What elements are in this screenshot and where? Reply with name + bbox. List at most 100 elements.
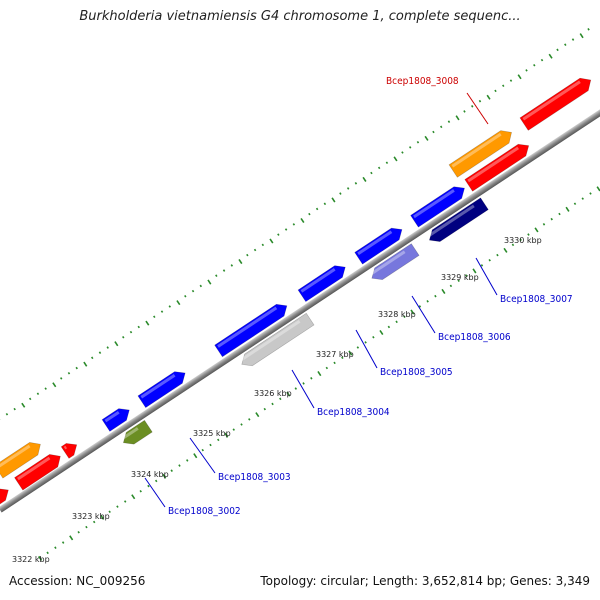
gene-feature[interactable] xyxy=(101,404,133,432)
gene-feature[interactable] xyxy=(0,484,12,508)
gene-feature[interactable] xyxy=(120,419,153,448)
scale-label: 3326 kbp xyxy=(254,389,292,398)
tick-mark xyxy=(193,453,198,459)
gene-label[interactable]: Bcep1808_3004 xyxy=(317,407,390,418)
tick-mark xyxy=(573,202,577,206)
tick-mark xyxy=(44,387,47,390)
tick-mark xyxy=(36,392,40,396)
gene-feature[interactable] xyxy=(448,126,516,178)
genome-summary-text: Topology: circular; Length: 3,652,814 bp… xyxy=(260,574,590,588)
gene-label[interactable]: Bcep1808_3003 xyxy=(218,472,291,483)
tick-mark xyxy=(377,166,381,170)
leader-line xyxy=(411,295,436,334)
tick-mark xyxy=(587,28,590,31)
tick-mark xyxy=(511,243,515,247)
tick-mark xyxy=(542,223,546,226)
tick-mark xyxy=(426,300,429,303)
gene-highlight xyxy=(357,230,393,256)
scale-label: 3323 kbp xyxy=(72,512,110,521)
tick-mark xyxy=(162,473,167,479)
gene-feature[interactable] xyxy=(137,367,189,409)
tick-mark xyxy=(416,140,420,144)
tick-mark xyxy=(333,361,336,365)
tick-mark xyxy=(153,315,156,319)
tick-mark xyxy=(108,510,111,514)
tick-mark xyxy=(284,228,288,231)
gene-feature[interactable] xyxy=(426,197,489,246)
tick-mark xyxy=(168,305,171,308)
tick-mark xyxy=(224,432,229,438)
tick-mark xyxy=(67,371,71,375)
tick-mark xyxy=(191,289,195,293)
scale-label: 3328 kbp xyxy=(378,310,416,319)
scale-label: 3330 kbp xyxy=(504,236,542,245)
tick-mark xyxy=(255,412,260,418)
tick-mark xyxy=(83,361,88,367)
gene-feature[interactable] xyxy=(410,182,469,228)
tick-mark xyxy=(403,315,406,318)
gene-feature[interactable] xyxy=(238,312,315,370)
tick-mark xyxy=(550,217,553,221)
gene-label[interactable]: Bcep1808_3002 xyxy=(168,506,241,517)
tick-mark xyxy=(393,156,398,162)
tick-mark xyxy=(486,94,491,100)
tick-mark xyxy=(439,125,443,129)
tick-mark xyxy=(54,546,57,549)
gene-label[interactable]: Bcep1808_3008 xyxy=(386,76,459,87)
tick-mark xyxy=(503,247,508,253)
gene-label[interactable]: Bcep1808_3006 xyxy=(438,332,511,343)
gene-feature[interactable] xyxy=(464,140,533,192)
tick-mark xyxy=(449,284,453,288)
tick-mark xyxy=(525,69,528,72)
inner-tick-track xyxy=(38,186,600,561)
tick-mark xyxy=(75,366,78,370)
tick-mark xyxy=(323,202,327,206)
tick-mark xyxy=(556,48,559,52)
leader-line xyxy=(291,369,315,409)
tick-mark xyxy=(240,423,243,426)
tick-mark xyxy=(540,58,544,62)
tick-mark xyxy=(253,248,257,252)
tick-mark xyxy=(447,120,451,123)
tick-mark xyxy=(131,494,136,500)
tick-mark xyxy=(178,464,181,467)
gene-label[interactable]: Bcep1808_3007 xyxy=(500,294,573,305)
gene-feature[interactable] xyxy=(354,224,406,265)
tick-mark xyxy=(339,192,342,195)
tick-mark xyxy=(478,99,482,103)
tick-mark xyxy=(348,350,353,356)
tick-mark xyxy=(509,79,513,82)
tick-mark xyxy=(269,238,274,244)
tick-mark xyxy=(261,243,265,247)
tick-mark xyxy=(488,258,491,262)
tick-mark xyxy=(465,274,468,277)
tick-mark xyxy=(292,223,296,226)
tick-mark xyxy=(215,274,218,277)
gene-feature[interactable] xyxy=(60,439,80,459)
scale-label: 3329 kbp xyxy=(441,273,479,282)
tick-mark xyxy=(209,443,212,447)
gene-feature[interactable] xyxy=(214,300,291,358)
gene-feature[interactable] xyxy=(368,243,420,284)
chromosome-backbone xyxy=(0,88,600,513)
scale-label: 3325 kbp xyxy=(193,429,231,438)
tick-mark xyxy=(263,407,267,411)
tick-mark xyxy=(222,269,226,272)
gene-highlight xyxy=(370,250,406,276)
tick-mark xyxy=(201,448,204,452)
tick-mark xyxy=(364,341,367,344)
gene-feature[interactable] xyxy=(0,438,45,479)
gene-highlight xyxy=(413,189,455,219)
scale-label: 3322 kbp xyxy=(12,555,50,564)
tick-mark xyxy=(61,541,65,544)
tick-mark xyxy=(92,520,96,524)
gene-feature[interactable] xyxy=(297,261,349,303)
tick-mark xyxy=(457,279,460,283)
tick-mark xyxy=(441,288,446,294)
gene-label[interactable]: Bcep1808_3005 xyxy=(380,367,453,378)
tick-mark xyxy=(315,207,319,211)
tick-mark xyxy=(418,305,422,308)
tick-mark xyxy=(480,264,484,267)
gene-feature[interactable] xyxy=(519,74,595,131)
gene-feature[interactable] xyxy=(14,450,65,491)
